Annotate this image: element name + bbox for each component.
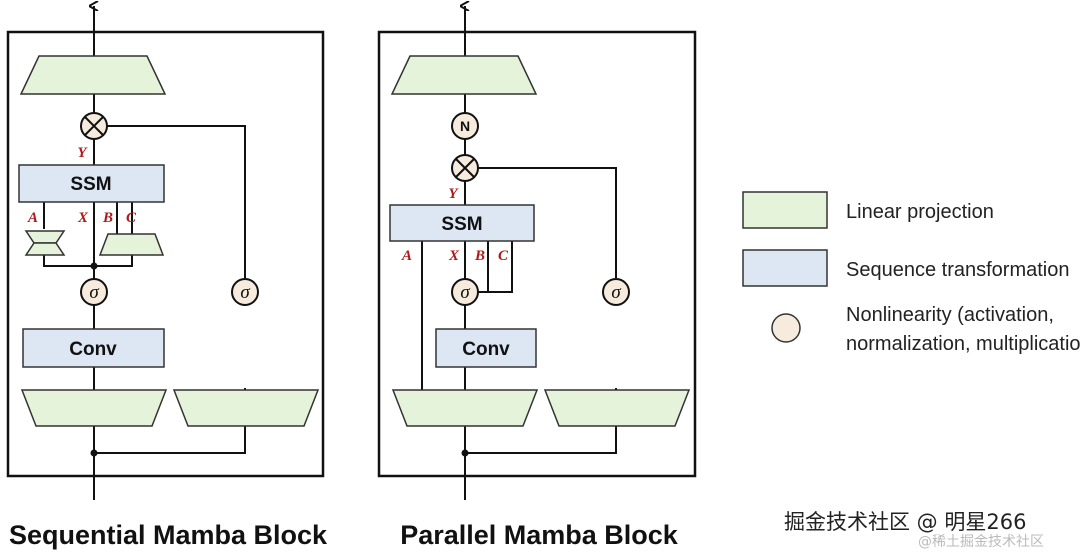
sequential-output-projection <box>19 55 167 95</box>
sequential-mamba-block: Y SSM A X B C σ Conv σ Sequential Mamba … <box>6 6 328 550</box>
parallel-sigma-node <box>451 278 479 306</box>
parallel-label-b: B <box>474 248 485 264</box>
sequential-label-x: X <box>77 210 89 226</box>
sequential-block-title: Sequential Mamba Block <box>9 520 328 550</box>
parallel-gate-sigma-label: σ <box>611 282 621 303</box>
sequential-junction-dot <box>90 262 98 270</box>
sequential-block-frame <box>6 30 325 478</box>
sequential-input-projection-right <box>172 389 320 427</box>
legend-nonlinearity-label-line2: normalization, multiplication) <box>846 333 1080 355</box>
sequential-ssm-label: SSM <box>70 174 111 195</box>
sequential-label-y: Y <box>77 145 88 161</box>
legend: Linear projection Sequence transformatio… <box>742 191 1080 355</box>
sequential-conv-box <box>22 328 165 368</box>
legend-linear-projection-label: Linear projection <box>846 201 994 223</box>
sequential-input-junction-dot <box>90 449 98 457</box>
sequential-multiply-node <box>80 112 108 140</box>
sequential-gate-branch-top <box>107 125 246 278</box>
legend-nonlinearity-swatch <box>771 313 801 343</box>
sequential-label-a: A <box>27 210 38 226</box>
parallel-mamba-block: N Y SSM A X B C σ Conv σ Parallel Mamba … <box>377 6 697 550</box>
sequential-ssm-box <box>18 164 165 203</box>
sequential-gate-sigma-node <box>231 278 259 306</box>
sequential-label-c: C <box>126 210 137 226</box>
watermark: 掘金技术社区 @ 明星266 @稀土掘金技术社区 <box>784 510 1044 550</box>
parallel-label-c: C <box>498 248 509 264</box>
parallel-label-y: Y <box>448 186 459 202</box>
sequential-sigma-node <box>80 278 108 306</box>
parallel-label-x: X <box>448 248 460 264</box>
parallel-ssm-box <box>389 204 535 242</box>
sequential-label-b: B <box>102 210 113 226</box>
sequential-conv-label: Conv <box>69 339 117 360</box>
legend-linear-projection-swatch <box>742 191 828 229</box>
legend-sequence-transformation-label: Sequence transformation <box>846 259 1069 281</box>
parallel-block-title: Parallel Mamba Block <box>400 520 679 550</box>
legend-nonlinearity-label-line1: Nonlinearity (activation, <box>846 304 1054 326</box>
sequential-input-projection-left <box>20 389 168 427</box>
parallel-input-junction-dot <box>461 449 469 457</box>
parallel-output-projection <box>390 55 538 95</box>
sequential-proj-bus <box>43 255 133 267</box>
parallel-gate-branch-top <box>478 167 617 278</box>
parallel-conv-box <box>435 328 537 368</box>
parallel-norm-node <box>451 112 479 140</box>
parallel-label-a: A <box>401 248 412 264</box>
legend-sequence-transformation-swatch <box>742 249 828 287</box>
parallel-block-frame <box>377 30 697 478</box>
parallel-multiply-node <box>451 154 479 182</box>
watermark-main: 掘金技术社区 @ 明星266 <box>784 510 1026 534</box>
sequential-sigma-label: σ <box>89 282 99 303</box>
parallel-line-c <box>488 241 513 293</box>
parallel-norm-label: N <box>460 118 470 134</box>
parallel-input-projection-right <box>543 389 691 427</box>
watermark-sub: @稀土掘金技术社区 <box>918 534 1044 550</box>
parallel-input-projection-left <box>391 389 539 427</box>
parallel-conv-label: Conv <box>462 339 510 360</box>
sequential-gate-sigma-label: σ <box>240 282 250 303</box>
sequential-bc-projection <box>98 233 165 256</box>
parallel-sigma-label: σ <box>460 282 470 303</box>
parallel-gate-sigma-node <box>602 278 630 306</box>
parallel-ssm-label: SSM <box>441 214 482 235</box>
sequential-a-projection <box>24 230 66 256</box>
